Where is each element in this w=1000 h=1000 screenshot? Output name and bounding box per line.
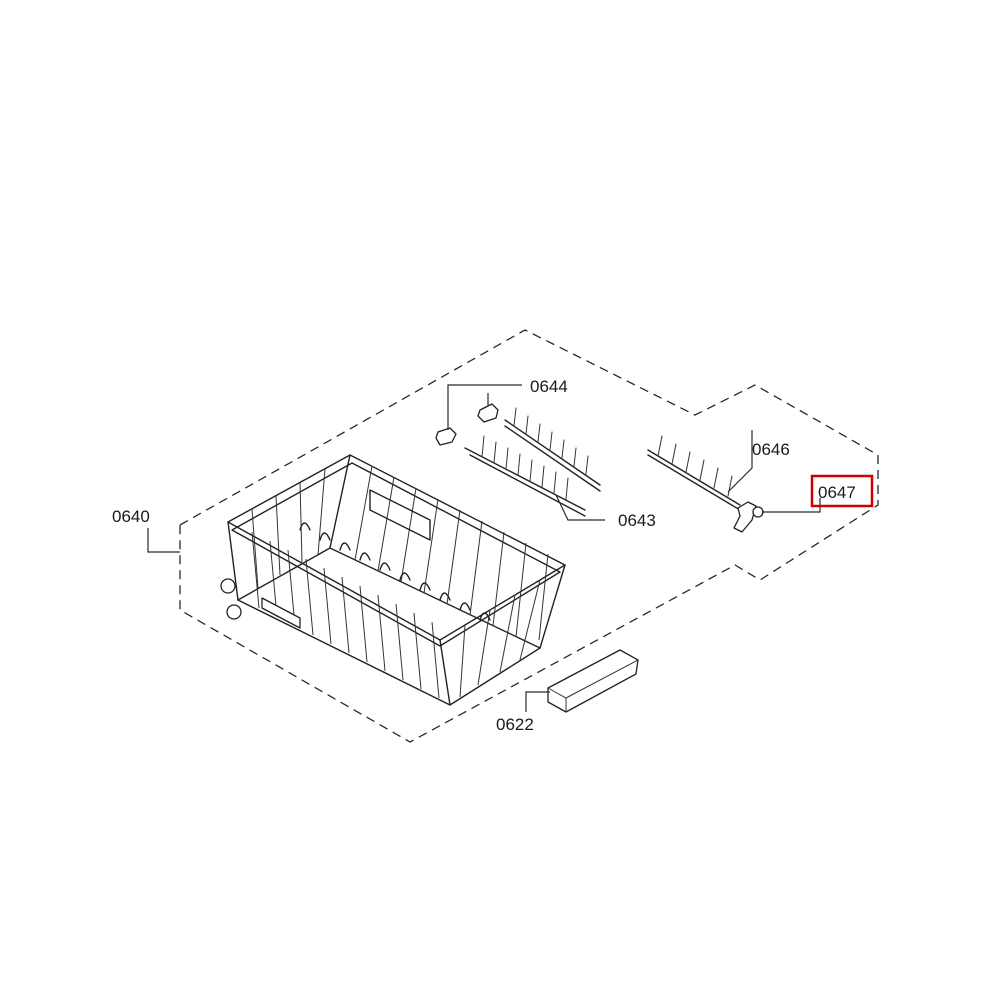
- part-label-0622: 0622: [496, 715, 534, 734]
- rail-0646-illustration: [647, 435, 741, 511]
- rack-0643-illustration: [464, 407, 601, 517]
- basket-illustration: [220, 454, 566, 706]
- part-label-0647: 0647: [818, 483, 856, 502]
- assembly-dashed-outline: [179, 329, 879, 743]
- part-label-0644: 0644: [530, 377, 568, 396]
- highlight-box-0647: [810, 474, 874, 508]
- part-label-0643: 0643: [618, 511, 656, 530]
- part-label-0640: 0640: [112, 507, 150, 526]
- leader-lines: [147, 384, 821, 712]
- hook-0647-illustration: [733, 501, 764, 533]
- part-label-0646: 0646: [752, 440, 790, 459]
- tray-0622-illustration: [547, 649, 639, 713]
- clip-0644-illustration: [435, 403, 499, 446]
